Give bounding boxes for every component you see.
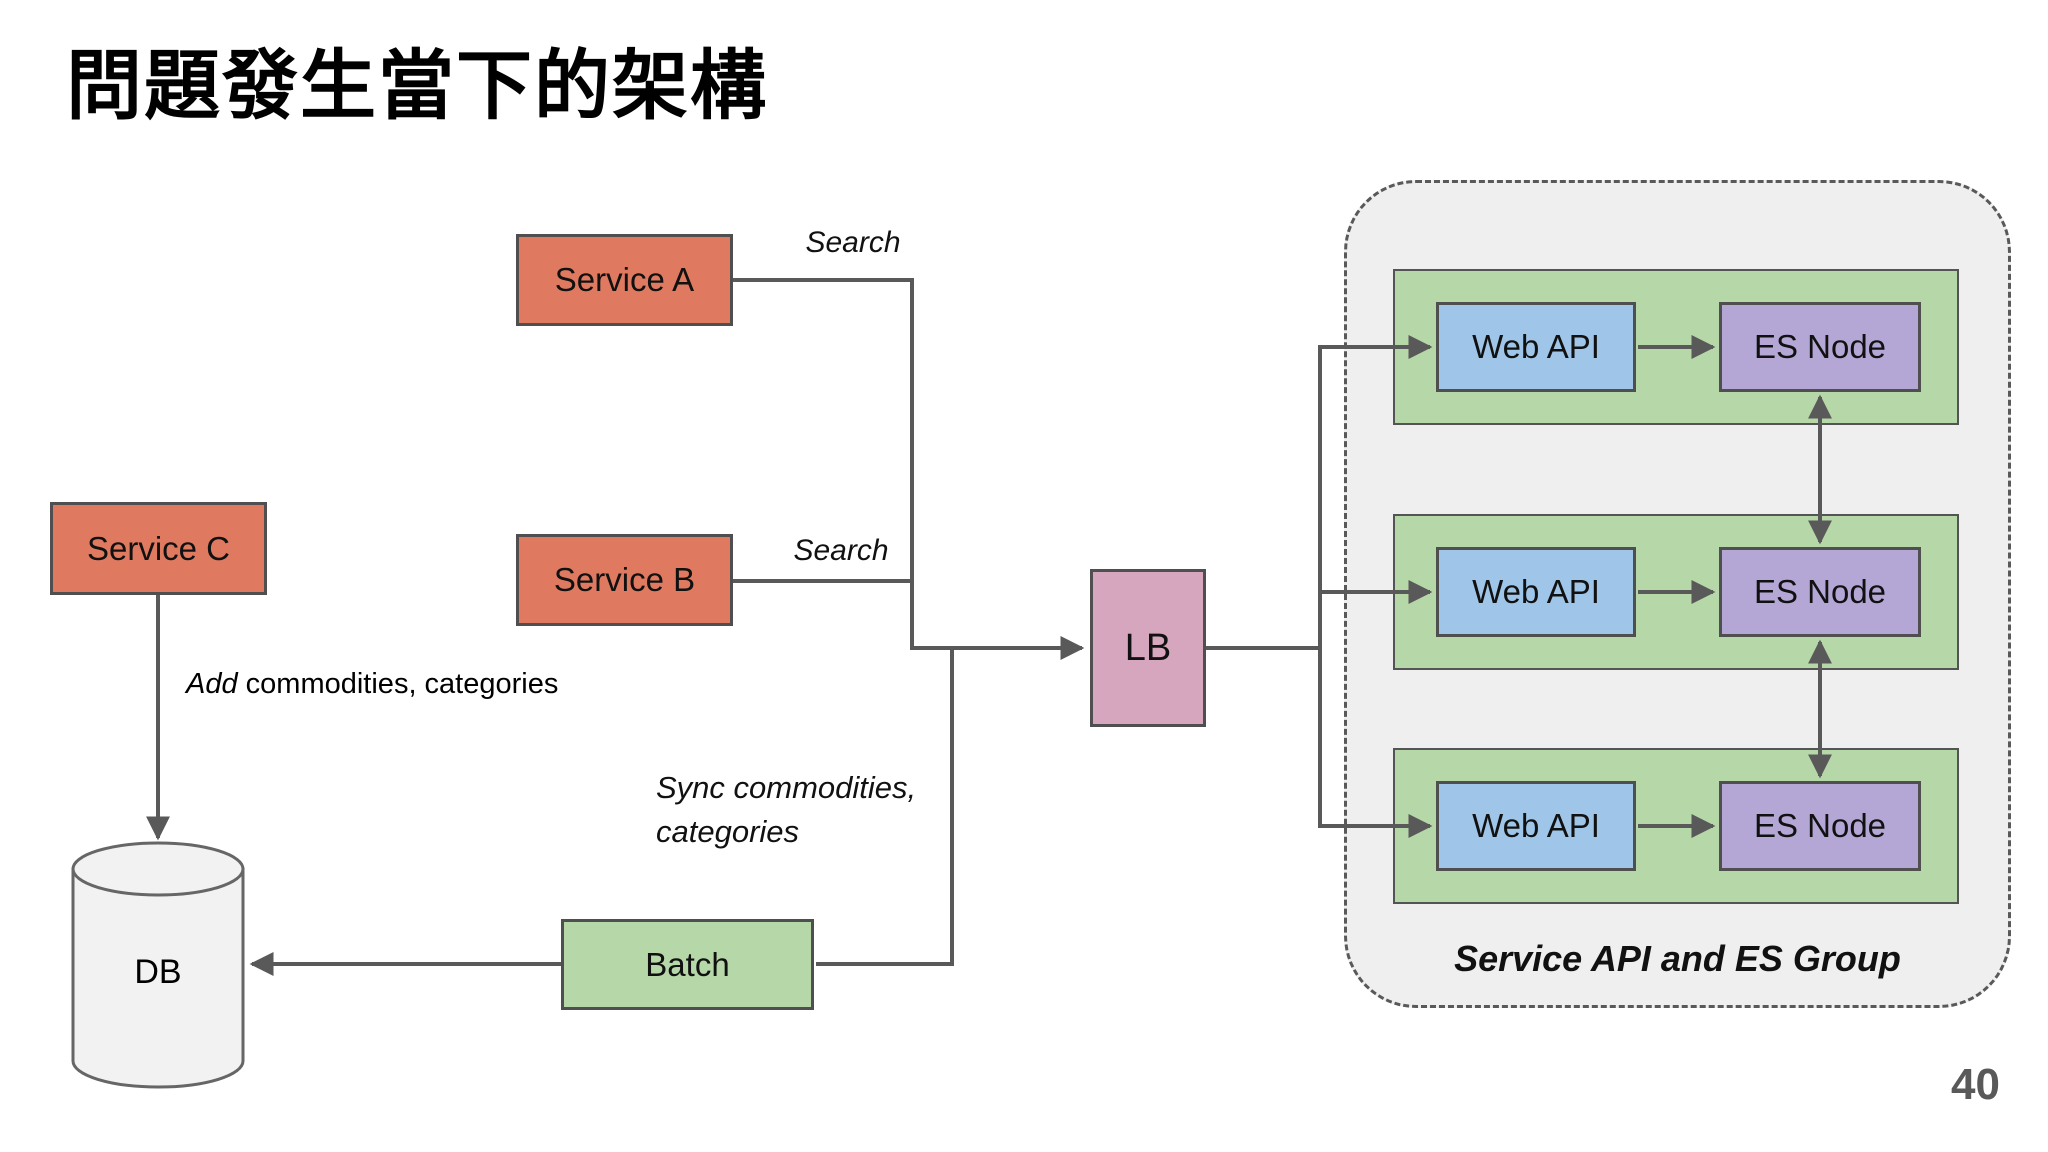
node-es-node-2: ES Node [1719, 547, 1921, 637]
node-es-node-3: ES Node [1719, 781, 1921, 871]
es-node-label: ES Node [1753, 328, 1887, 365]
edge-label-sync: Sync commodities, categories [656, 766, 916, 854]
edge-label-add-italic: Add [186, 668, 238, 700]
edge-label-sync-line1: Sync commodities, [656, 770, 917, 805]
node-service-c: Service C [50, 502, 267, 595]
web-api-label: Web API [1472, 807, 1600, 844]
node-web-api-2: Web API [1436, 547, 1636, 637]
es-group-caption: Service API and ES Group [1454, 938, 1901, 979]
node-batch-label: Batch [645, 945, 730, 983]
edge-label-sync-line2: categories [656, 814, 800, 850]
node-load-balancer: LB [1090, 569, 1206, 727]
page-title: 問題發生當下的架構 [66, 41, 768, 130]
node-web-api-1: Web API [1436, 302, 1636, 392]
node-es-node-1: ES Node [1719, 302, 1921, 392]
node-lb-label: LB [1124, 626, 1172, 669]
edge-service-a-to-lb [733, 278, 1085, 660]
edge-label-add-rest: commodities, categories [237, 668, 559, 700]
es-node-label: ES Node [1753, 807, 1887, 844]
edge-label-search-b: Search [793, 534, 889, 567]
node-service-a: Service A [516, 234, 733, 326]
page-number: 40 [1951, 1060, 2000, 1109]
edge-label-search-a: Search [805, 226, 901, 259]
node-batch: Batch [561, 919, 814, 1010]
node-service-c-label: Service C [86, 529, 231, 567]
edge-label-add: Add commodities, categories [186, 668, 558, 701]
node-db-label: DB [134, 953, 182, 991]
web-api-label: Web API [1472, 573, 1600, 610]
node-service-b: Service B [516, 534, 733, 626]
node-service-b-label: Service B [553, 561, 696, 598]
node-service-a-label: Service A [554, 261, 695, 298]
web-api-label: Web API [1472, 328, 1600, 365]
node-web-api-3: Web API [1436, 781, 1636, 871]
es-node-label: ES Node [1753, 573, 1887, 610]
